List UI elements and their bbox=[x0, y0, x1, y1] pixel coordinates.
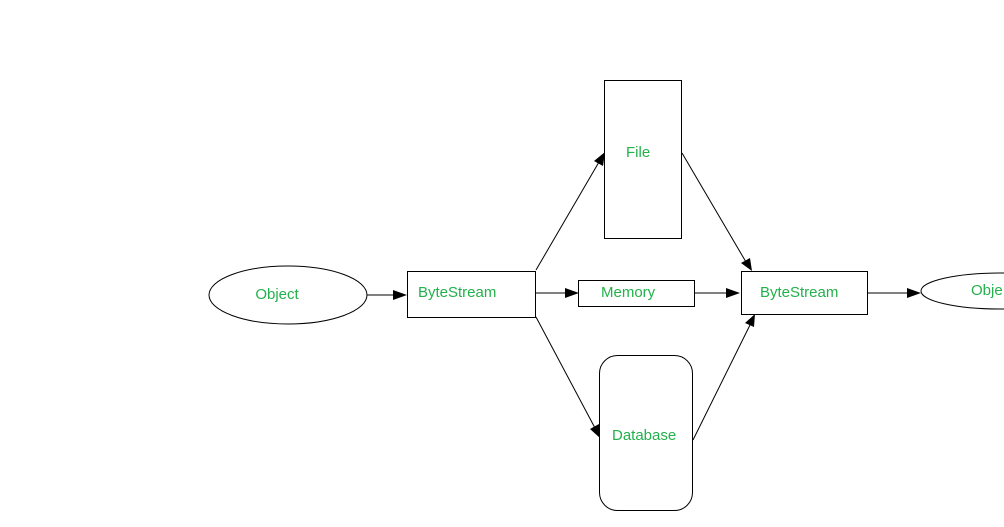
database-label: Database bbox=[612, 427, 676, 444]
node-database: Database bbox=[599, 355, 693, 511]
node-memory: Memory bbox=[578, 280, 695, 307]
arrowhead-bytestream-to-file bbox=[594, 152, 605, 166]
edges bbox=[367, 152, 921, 441]
node-source-object: Object bbox=[208, 265, 368, 325]
target-object-ellipse bbox=[920, 272, 1004, 310]
node-source-bytestream: ByteStream bbox=[407, 271, 536, 318]
target-object-label: Obje bbox=[971, 282, 1003, 299]
node-target-bytestream: ByteStream bbox=[741, 271, 868, 315]
arrowhead-memory-to-bytestream bbox=[726, 288, 740, 298]
edge-bytestream-to-file bbox=[535, 161, 600, 271]
source-object-label: Object bbox=[255, 286, 299, 303]
database-box bbox=[599, 355, 693, 511]
node-file: File bbox=[604, 80, 682, 239]
arrowhead-file-to-bytestream bbox=[741, 258, 752, 271]
memory-box bbox=[578, 280, 695, 307]
arrowhead-database-to-bytestream bbox=[745, 314, 755, 327]
file-label: File bbox=[626, 144, 650, 161]
target-bytestream-label: ByteStream bbox=[760, 284, 838, 301]
target-bytestream-box bbox=[741, 271, 868, 315]
source-bytestream-box bbox=[407, 271, 536, 318]
arrowhead-bytestream-to-memory bbox=[565, 288, 579, 298]
edge-file-to-bytestream bbox=[681, 152, 747, 263]
arrowhead-bytestream-to-object bbox=[907, 288, 921, 298]
file-box bbox=[604, 80, 682, 239]
arrowhead-object-to-bytestream bbox=[393, 290, 407, 300]
arrowhead-bytestream-to-database bbox=[590, 424, 600, 438]
source-object-ellipse bbox=[208, 265, 368, 325]
edge-bytestream-to-database bbox=[535, 316, 596, 429]
edge-database-to-bytestream bbox=[692, 324, 751, 441]
node-target-object: Obje bbox=[920, 272, 1004, 310]
memory-label: Memory bbox=[601, 284, 656, 301]
source-bytestream-label: ByteStream bbox=[418, 284, 496, 301]
